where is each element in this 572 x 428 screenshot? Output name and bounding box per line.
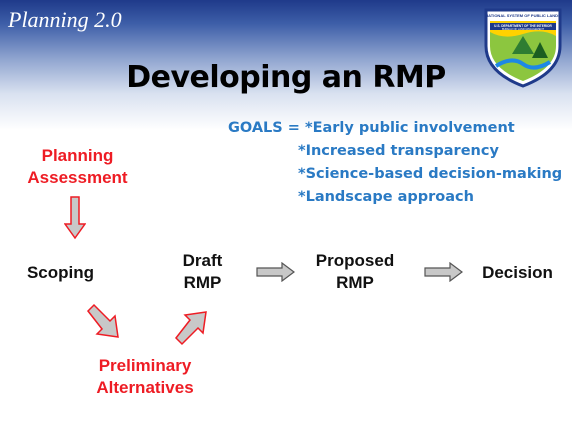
proposed-rmp-line-2: RMP [336, 273, 374, 292]
blm-logo: NATIONAL SYSTEM OF PUBLIC LANDS U.S. DEP… [484, 8, 562, 88]
arrow-right-icon-1 [256, 262, 295, 282]
planning-assessment-line-1: Planning [41, 146, 114, 165]
planning-assessment-line-2: Assessment [27, 168, 128, 187]
goals-line-1: GOALS = *Early public involvement [228, 120, 515, 136]
arrow-up-right-icon [175, 311, 207, 346]
header-tag: Planning 2.0 [8, 7, 122, 32]
logo-text-3: BUREAU OF LAND MANAGEMENT [502, 27, 544, 31]
draft-rmp-line-2: RMP [183, 273, 222, 292]
scoping-label: Scoping [26, 263, 95, 282]
slide-title: Developing an RMP [126, 60, 446, 95]
preliminary-alternatives-label: Preliminary Alternatives [80, 355, 210, 399]
decision-label: Decision [482, 263, 553, 282]
logo-text-2: U.S. DEPARTMENT OF THE INTERIOR [494, 24, 552, 28]
draft-rmp-line-1: Draft [182, 251, 223, 270]
planning-assessment-label: Planning Assessment [20, 145, 135, 189]
goals-line-3: *Science-based decision-making [298, 166, 563, 182]
arrow-down-right-icon [87, 303, 119, 338]
header-band [0, 0, 572, 130]
proposed-rmp-line-1: Proposed [315, 251, 395, 270]
arrow-right-icon-2 [424, 262, 463, 282]
arrow-down-icon [64, 196, 86, 240]
logo-text-1: NATIONAL SYSTEM OF PUBLIC LANDS [485, 13, 561, 18]
proposed-rmp-label: Proposed RMP [305, 250, 405, 294]
goals-line-4: *Landscape approach [298, 189, 474, 205]
goals-line-2: *Increased transparency [298, 143, 499, 159]
preliminary-alternatives-line-2: Alternatives [96, 378, 194, 397]
draft-rmp-label: Draft RMP [170, 250, 235, 294]
preliminary-alternatives-line-1: Preliminary [98, 356, 192, 375]
